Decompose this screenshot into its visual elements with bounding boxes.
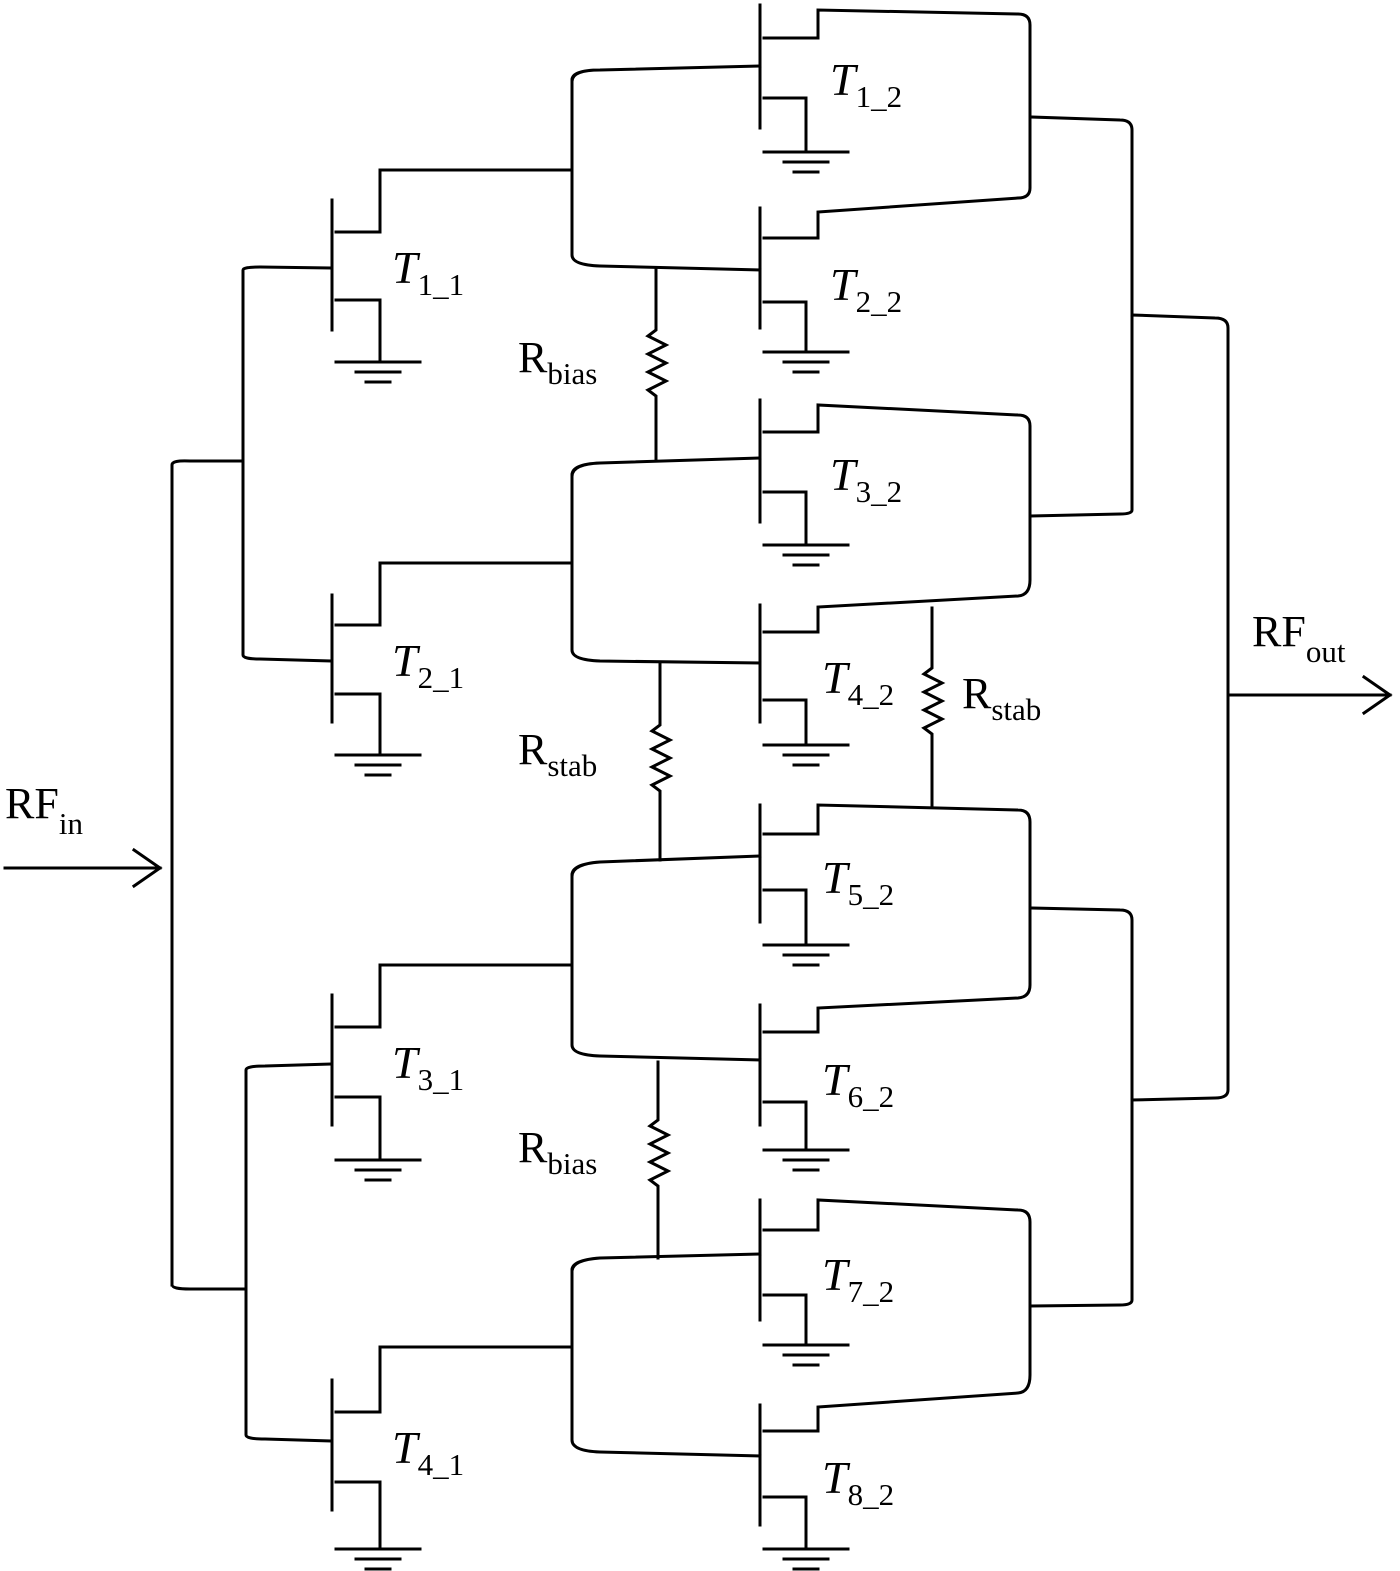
svg-text:T8_2: T8_2	[822, 1452, 894, 1512]
rf-input-port: RFin	[3, 779, 163, 889]
svg-text:T2_2: T2_2	[830, 259, 902, 319]
svg-text:Rstab: Rstab	[518, 725, 597, 783]
resistor-rstab-mid: Rstab	[518, 661, 674, 862]
svg-text:Rbias: Rbias	[518, 333, 597, 391]
transistor-t6-2: T6_2	[758, 1003, 894, 1172]
transistor-t7-2: T7_2	[758, 1198, 894, 1367]
svg-text:T4_1: T4_1	[392, 1422, 464, 1482]
input-divider-network	[170, 265, 332, 1443]
transistor-t2-2: T2_2	[758, 206, 902, 374]
transistor-t1-1: T1_1	[330, 168, 574, 384]
svg-text:T2_1: T2_1	[392, 635, 464, 695]
svg-text:T1_2: T1_2	[830, 54, 902, 114]
svg-text:T5_2: T5_2	[822, 852, 894, 912]
transistor-t4-2: T4_2	[758, 603, 894, 767]
transistor-t3-2: T3_2	[758, 398, 902, 567]
transistor-t5-2: T5_2	[758, 803, 894, 967]
rf-in-label: RFin	[5, 779, 83, 841]
svg-text:T4_2: T4_2	[822, 652, 894, 712]
resistor-rbias-top: Rbias	[518, 268, 670, 462]
svg-text:T6_2: T6_2	[822, 1054, 894, 1114]
transistor-t3-1: T3_1	[330, 963, 574, 1182]
svg-text:Rbias: Rbias	[518, 1123, 597, 1181]
svg-text:T3_2: T3_2	[830, 449, 902, 509]
second-stage-drain-buses	[762, 8, 1032, 1433]
svg-text:T7_2: T7_2	[822, 1249, 894, 1309]
resistor-rstab-right: Rstab	[920, 606, 1041, 809]
output-combiner-network: RFout	[1030, 115, 1393, 1308]
resistor-rbias-bottom: Rbias	[518, 1060, 672, 1260]
rf-out-label: RFout	[1252, 607, 1346, 669]
transistor-t8-2: T8_2	[758, 1403, 894, 1571]
transistor-t4-1: T4_1	[330, 1345, 574, 1571]
svg-text:T1_1: T1_1	[392, 242, 464, 302]
svg-text:T3_1: T3_1	[392, 1037, 464, 1097]
transistor-t1-2: T1_2	[758, 3, 902, 174]
transistor-t2-1: T2_1	[330, 561, 574, 777]
svg-text:Rstab: Rstab	[962, 669, 1041, 727]
interstage-gate-buses	[570, 64, 762, 1458]
